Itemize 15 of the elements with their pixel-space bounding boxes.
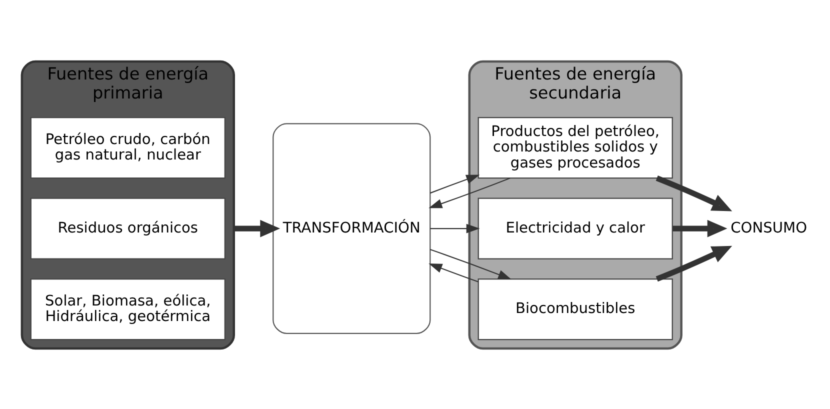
arrow (430, 248, 512, 280)
arrow (430, 223, 480, 233)
node-box: Petróleo crudo, carbón gas natural, nuclear (30, 116, 226, 178)
node-box: Biocombustibles (478, 278, 673, 340)
arrow (234, 219, 280, 237)
node-text: CONSUMO (730, 218, 808, 236)
node-box: Electricidad y calor (478, 197, 673, 259)
arrow (672, 219, 728, 237)
node-box: TRANSFORMACIÓN (272, 122, 431, 334)
node-box: Productos del petróleo, combustibles solidos y gases procesados (478, 116, 673, 178)
arrow (428, 177, 510, 208)
node-box: Solar, Biomasa, eólica, Hidráulica, geotérmica (30, 278, 226, 340)
arrow (428, 262, 478, 282)
node-box: Residuos orgánicos (30, 197, 226, 259)
arrow (430, 174, 480, 194)
